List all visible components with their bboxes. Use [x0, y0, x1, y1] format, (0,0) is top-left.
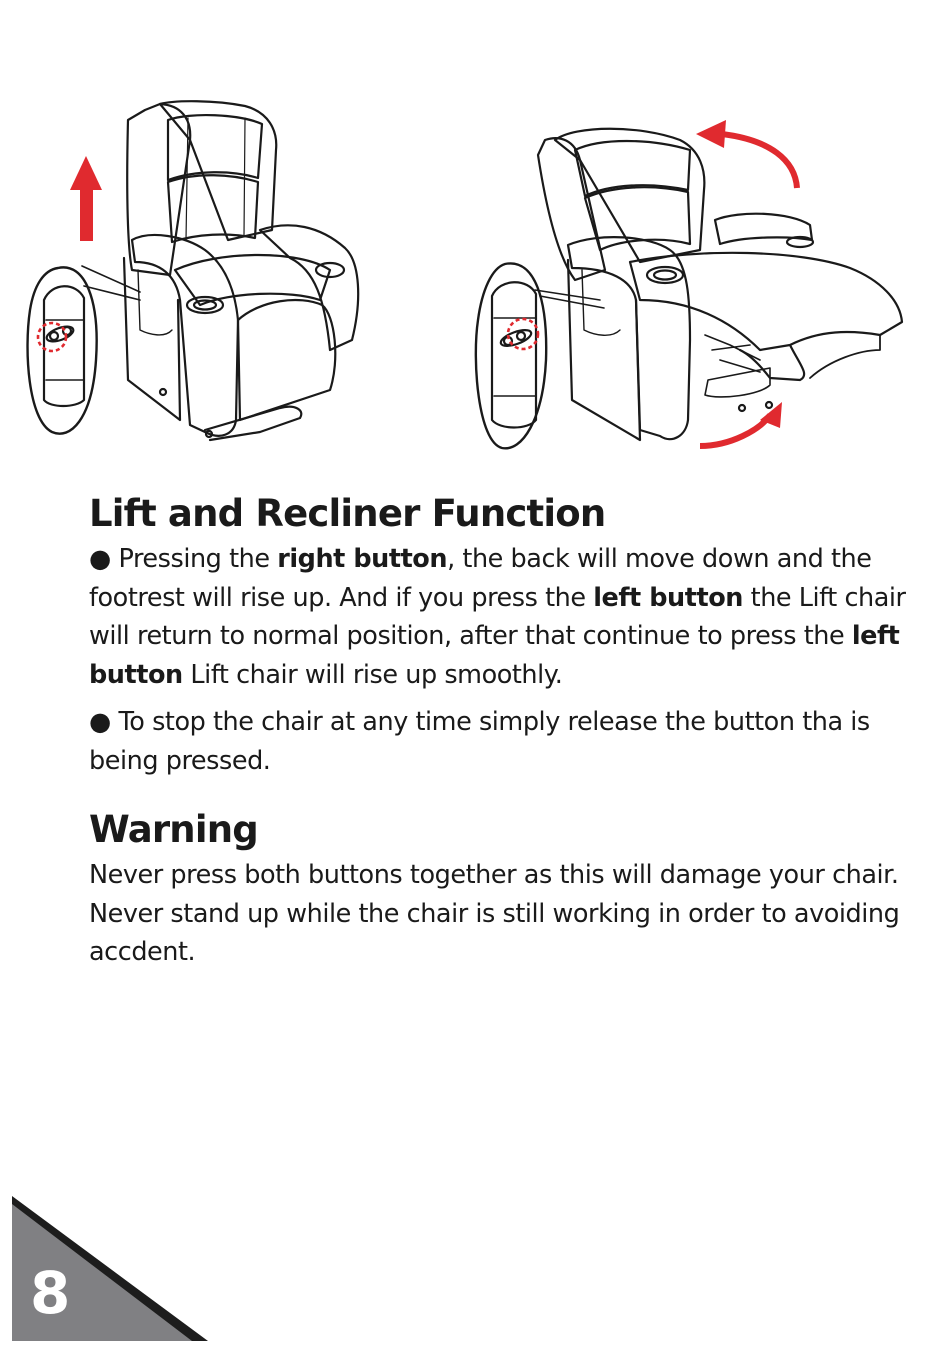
warning-title: Warning — [89, 808, 259, 851]
left-button-term: left button — [593, 582, 743, 613]
warning-line-2: Never stand up while the chair is still … — [89, 898, 900, 968]
section-title-lift-recliner: Lift and Recliner Function — [89, 492, 606, 535]
left-button-highlight — [36, 321, 68, 353]
page-number: 8 — [30, 1259, 71, 1327]
right-button-highlight — [506, 317, 540, 351]
bullet-glyph: ● — [89, 707, 111, 737]
warning-line-1: Never press both buttons together as thi… — [89, 860, 899, 890]
left-button-term: left button — [89, 621, 900, 690]
right-button-term: right button — [277, 544, 448, 574]
manual-content: Lift and Recliner Function ● Pressing th… — [89, 488, 919, 972]
lift-up-arrow-icon — [70, 156, 102, 241]
instruction-bullet-1: ● Pressing the right button, the back wi… — [89, 544, 906, 690]
back-recline-arrow-icon — [721, 131, 800, 189]
lift-chair-illustration — [26, 100, 360, 442]
bullet-glyph: ● — [89, 544, 111, 574]
footrest-rise-arrow-icon — [699, 413, 773, 449]
instruction-bullet-2: ● To stop the chair at any time simply r… — [89, 707, 870, 776]
page-tab-shape — [12, 1196, 208, 1341]
chair-illustrations — [0, 0, 950, 470]
recliner-chair-illustration — [474, 127, 904, 450]
